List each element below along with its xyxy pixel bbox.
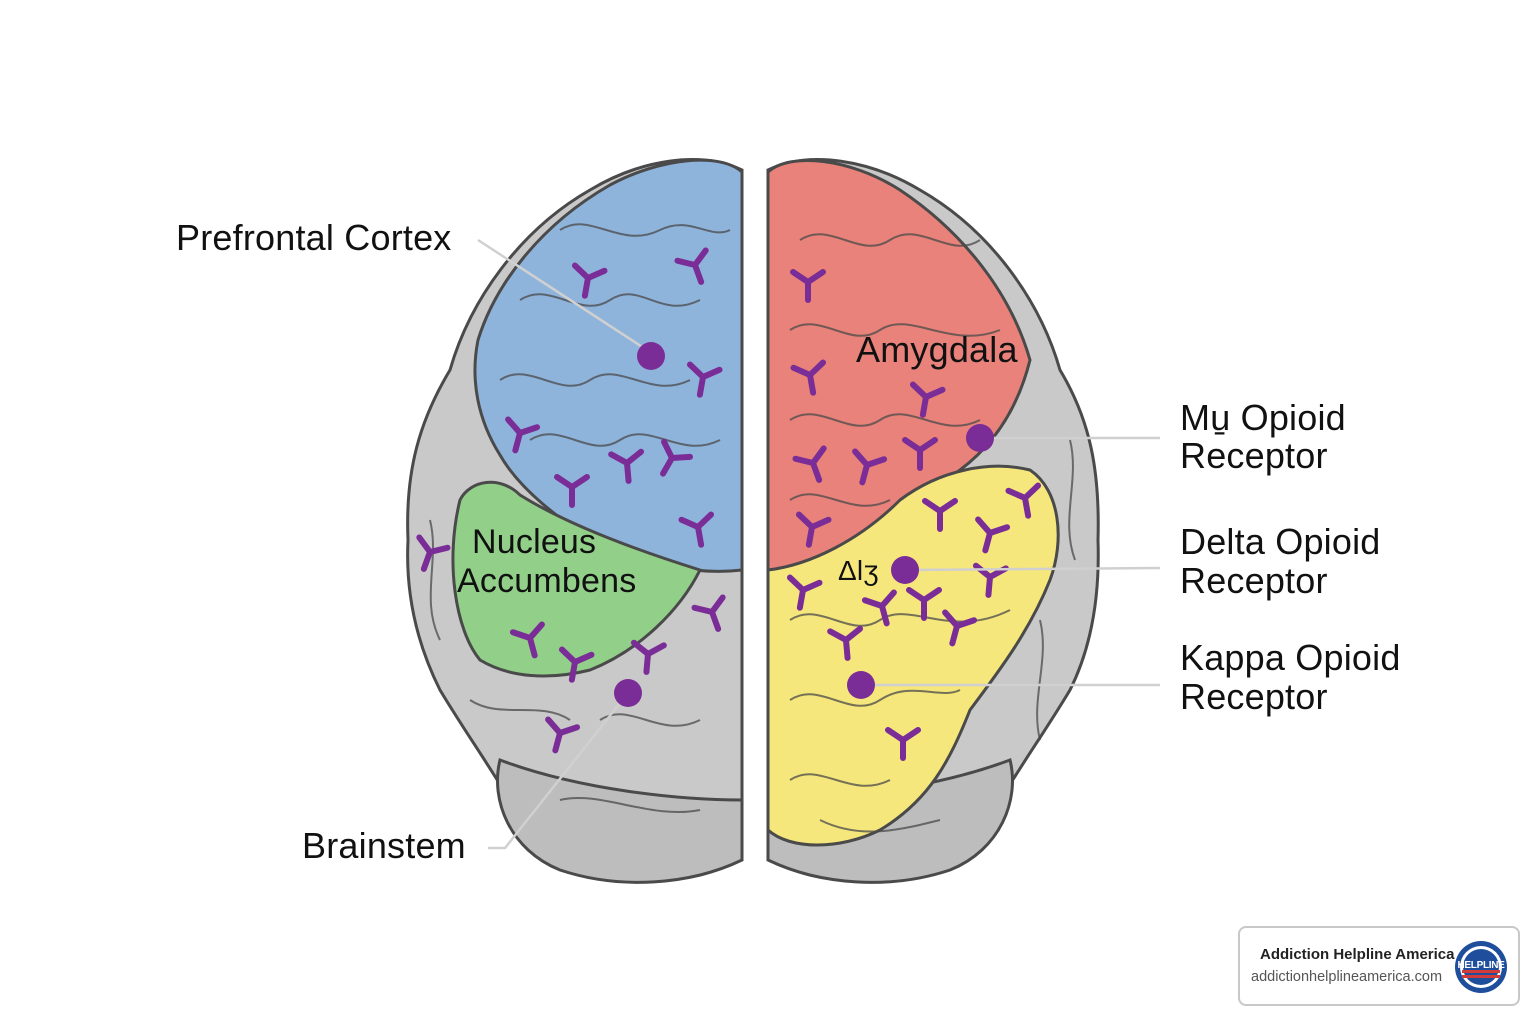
prefrontal-cortex-leader	[477, 238, 651, 354]
kappa-receptor-dot	[847, 671, 875, 699]
receptor-y-marker	[942, 609, 978, 647]
brainstem-leader	[488, 692, 629, 850]
receptor-y-marker	[691, 594, 726, 632]
gyri-lines	[429, 223, 1076, 833]
helpline-badge[interactable]: Addiction Helpline America addictionhelp…	[1238, 926, 1520, 1006]
receptor-y-marker	[975, 516, 1011, 554]
receptor-y-marker	[790, 269, 826, 303]
delta-receptor-dot	[891, 556, 919, 584]
receptor-y-marker	[571, 262, 608, 299]
leader-lines	[477, 238, 1161, 850]
badge-url[interactable]: addictionhelplineamerica.com	[1251, 969, 1443, 985]
receptor-y-marker	[852, 448, 888, 486]
kappa-receptor-label-line2: Receptor	[1180, 676, 1328, 717]
receptor-y-marker	[792, 445, 827, 483]
yellow-region	[766, 464, 1060, 847]
receptor-markers	[416, 247, 1042, 761]
delta-receptor-label-line2: Receptor	[1180, 560, 1328, 601]
receptor-dots	[614, 342, 994, 707]
left-cerebellum	[496, 758, 744, 884]
receptor-y-marker	[416, 534, 451, 572]
receptor-y-marker	[505, 416, 541, 454]
prefrontal-receptor-dot	[637, 342, 665, 370]
receptor-y-marker	[786, 574, 823, 611]
receptor-y-marker	[827, 625, 864, 661]
brainstem-label: Brainstem	[302, 825, 466, 866]
delta-symbol-mark: Δlʒ	[838, 555, 879, 586]
receptor-y-marker	[630, 639, 667, 675]
receptor-y-marker	[861, 589, 897, 627]
receptor-y-marker	[558, 646, 595, 683]
receptor-y-marker	[608, 448, 645, 484]
nucleus-accumbens-label-line1: Nucleus	[472, 523, 597, 561]
helpline-seal-icon: HELPLINE	[1454, 940, 1508, 994]
mu-receptor-dot	[966, 424, 994, 452]
badge-name: Addiction Helpline America	[1260, 946, 1455, 963]
receptor-y-marker	[885, 727, 921, 761]
receptor-y-marker	[906, 587, 942, 621]
receptor-y-marker	[678, 511, 715, 548]
receptor-y-marker	[790, 359, 827, 396]
receptor-y-marker	[686, 361, 723, 398]
logo-text: HELPLINE	[1457, 960, 1505, 971]
nucleus-accumbens-label-line2: Accumbens	[457, 562, 637, 600]
receptor-y-marker	[909, 381, 946, 418]
nucleus-accumbens-region	[451, 480, 703, 678]
receptor-y-marker	[922, 498, 958, 532]
mu-receptor-label-line2: Receptor	[1180, 435, 1328, 476]
receptor-y-marker	[509, 621, 545, 659]
receptor-y-marker	[545, 716, 581, 754]
delta-receptor-leader	[904, 566, 1161, 572]
kappa-receptor-label-line1: Kappa Opioid	[1180, 637, 1401, 678]
receptor-y-marker	[902, 437, 938, 471]
receptor-y-marker	[554, 474, 590, 508]
amygdala-label: Amygdala	[856, 329, 1018, 370]
prefrontal-cortex-label: Prefrontal Cortex	[176, 217, 452, 258]
receptor-y-marker	[795, 511, 832, 548]
mu-receptor-label-line1: Mu̱ Opioid	[1180, 397, 1346, 438]
delta-receptor-label-line1: Delta Opioid	[1180, 521, 1381, 562]
receptor-y-marker	[674, 247, 709, 285]
receptor-y-marker	[1005, 482, 1042, 519]
receptor-y-marker	[660, 438, 693, 477]
brainstem-receptor-dot	[614, 679, 642, 707]
